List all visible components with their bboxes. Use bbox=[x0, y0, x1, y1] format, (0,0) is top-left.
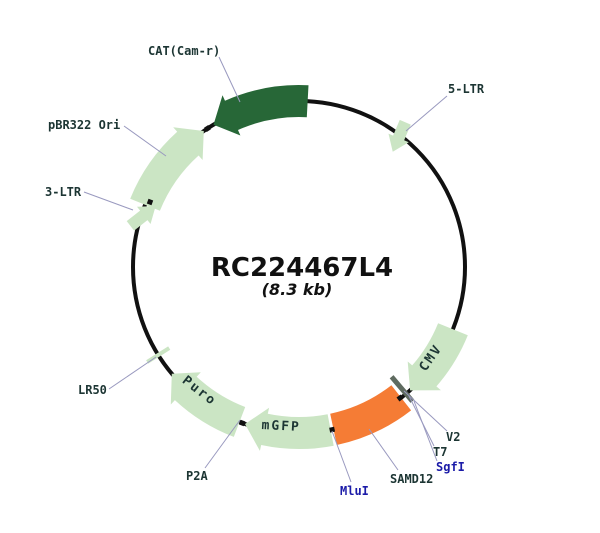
junction-dot-mlui bbox=[329, 426, 336, 433]
junction-dot-cat-pbr322 bbox=[204, 125, 211, 132]
lr50-tick bbox=[146, 346, 171, 364]
feature-label-sgfi: SgfI bbox=[436, 460, 465, 474]
plasmid-name-title: RC224467L4 bbox=[211, 253, 393, 283]
junction-dot-p2a bbox=[238, 419, 246, 427]
feature-label-lr50: LR50 bbox=[78, 383, 107, 397]
feature-arrow-cat bbox=[213, 85, 309, 136]
feature-label-pbr322: pBR322 Ori bbox=[48, 118, 120, 132]
feature-arrow-pbr322 bbox=[130, 127, 204, 211]
leader-line-ltr3 bbox=[83, 191, 134, 211]
feature-arrow-cmv bbox=[407, 323, 468, 391]
junction-dot-sgfi bbox=[396, 394, 404, 402]
feature-label-mlui: MluI bbox=[340, 484, 369, 498]
leader-line-samd12 bbox=[368, 428, 399, 471]
feature-arrow-text-mgfp: mGFP bbox=[261, 418, 301, 435]
leader-line-p2a bbox=[204, 419, 241, 469]
feature-label-p2a: P2A bbox=[186, 469, 208, 483]
leader-line-ltr5 bbox=[405, 95, 448, 132]
feature-label-v2: V2 bbox=[446, 430, 460, 444]
feature-label-ltr5: 5-LTR bbox=[448, 82, 485, 96]
feature-arrow-mgfp bbox=[245, 407, 334, 451]
feature-label-ltr3: 3-LTR bbox=[45, 185, 82, 199]
feature-label-t7: T7 bbox=[433, 445, 447, 459]
leader-line-pbr322 bbox=[123, 125, 167, 157]
feature-label-cat: CAT(Cam-r) bbox=[148, 44, 220, 58]
leader-line-sgfi bbox=[413, 400, 438, 462]
leader-line-mlui bbox=[331, 430, 352, 483]
leader-line-cat bbox=[218, 56, 241, 103]
leader-line-v2 bbox=[403, 390, 448, 432]
feature-arrow-puro bbox=[170, 372, 246, 437]
junction-dots bbox=[146, 125, 404, 433]
sgfi-site-tick bbox=[389, 375, 415, 403]
leader-lines bbox=[83, 56, 448, 483]
feature-label-samd12: SAMD12 bbox=[390, 472, 433, 486]
feature-arrow-ltr5 bbox=[388, 119, 411, 152]
feature-block-samd12 bbox=[330, 385, 412, 445]
leader-line-t7 bbox=[408, 395, 435, 447]
junction-dot-pbr322-ltr3 bbox=[146, 198, 154, 206]
plasmid-size-subtitle: (8.3 kb) bbox=[262, 280, 333, 299]
feature-arrow-ltr3 bbox=[126, 206, 156, 231]
leader-line-lr50 bbox=[108, 356, 157, 390]
